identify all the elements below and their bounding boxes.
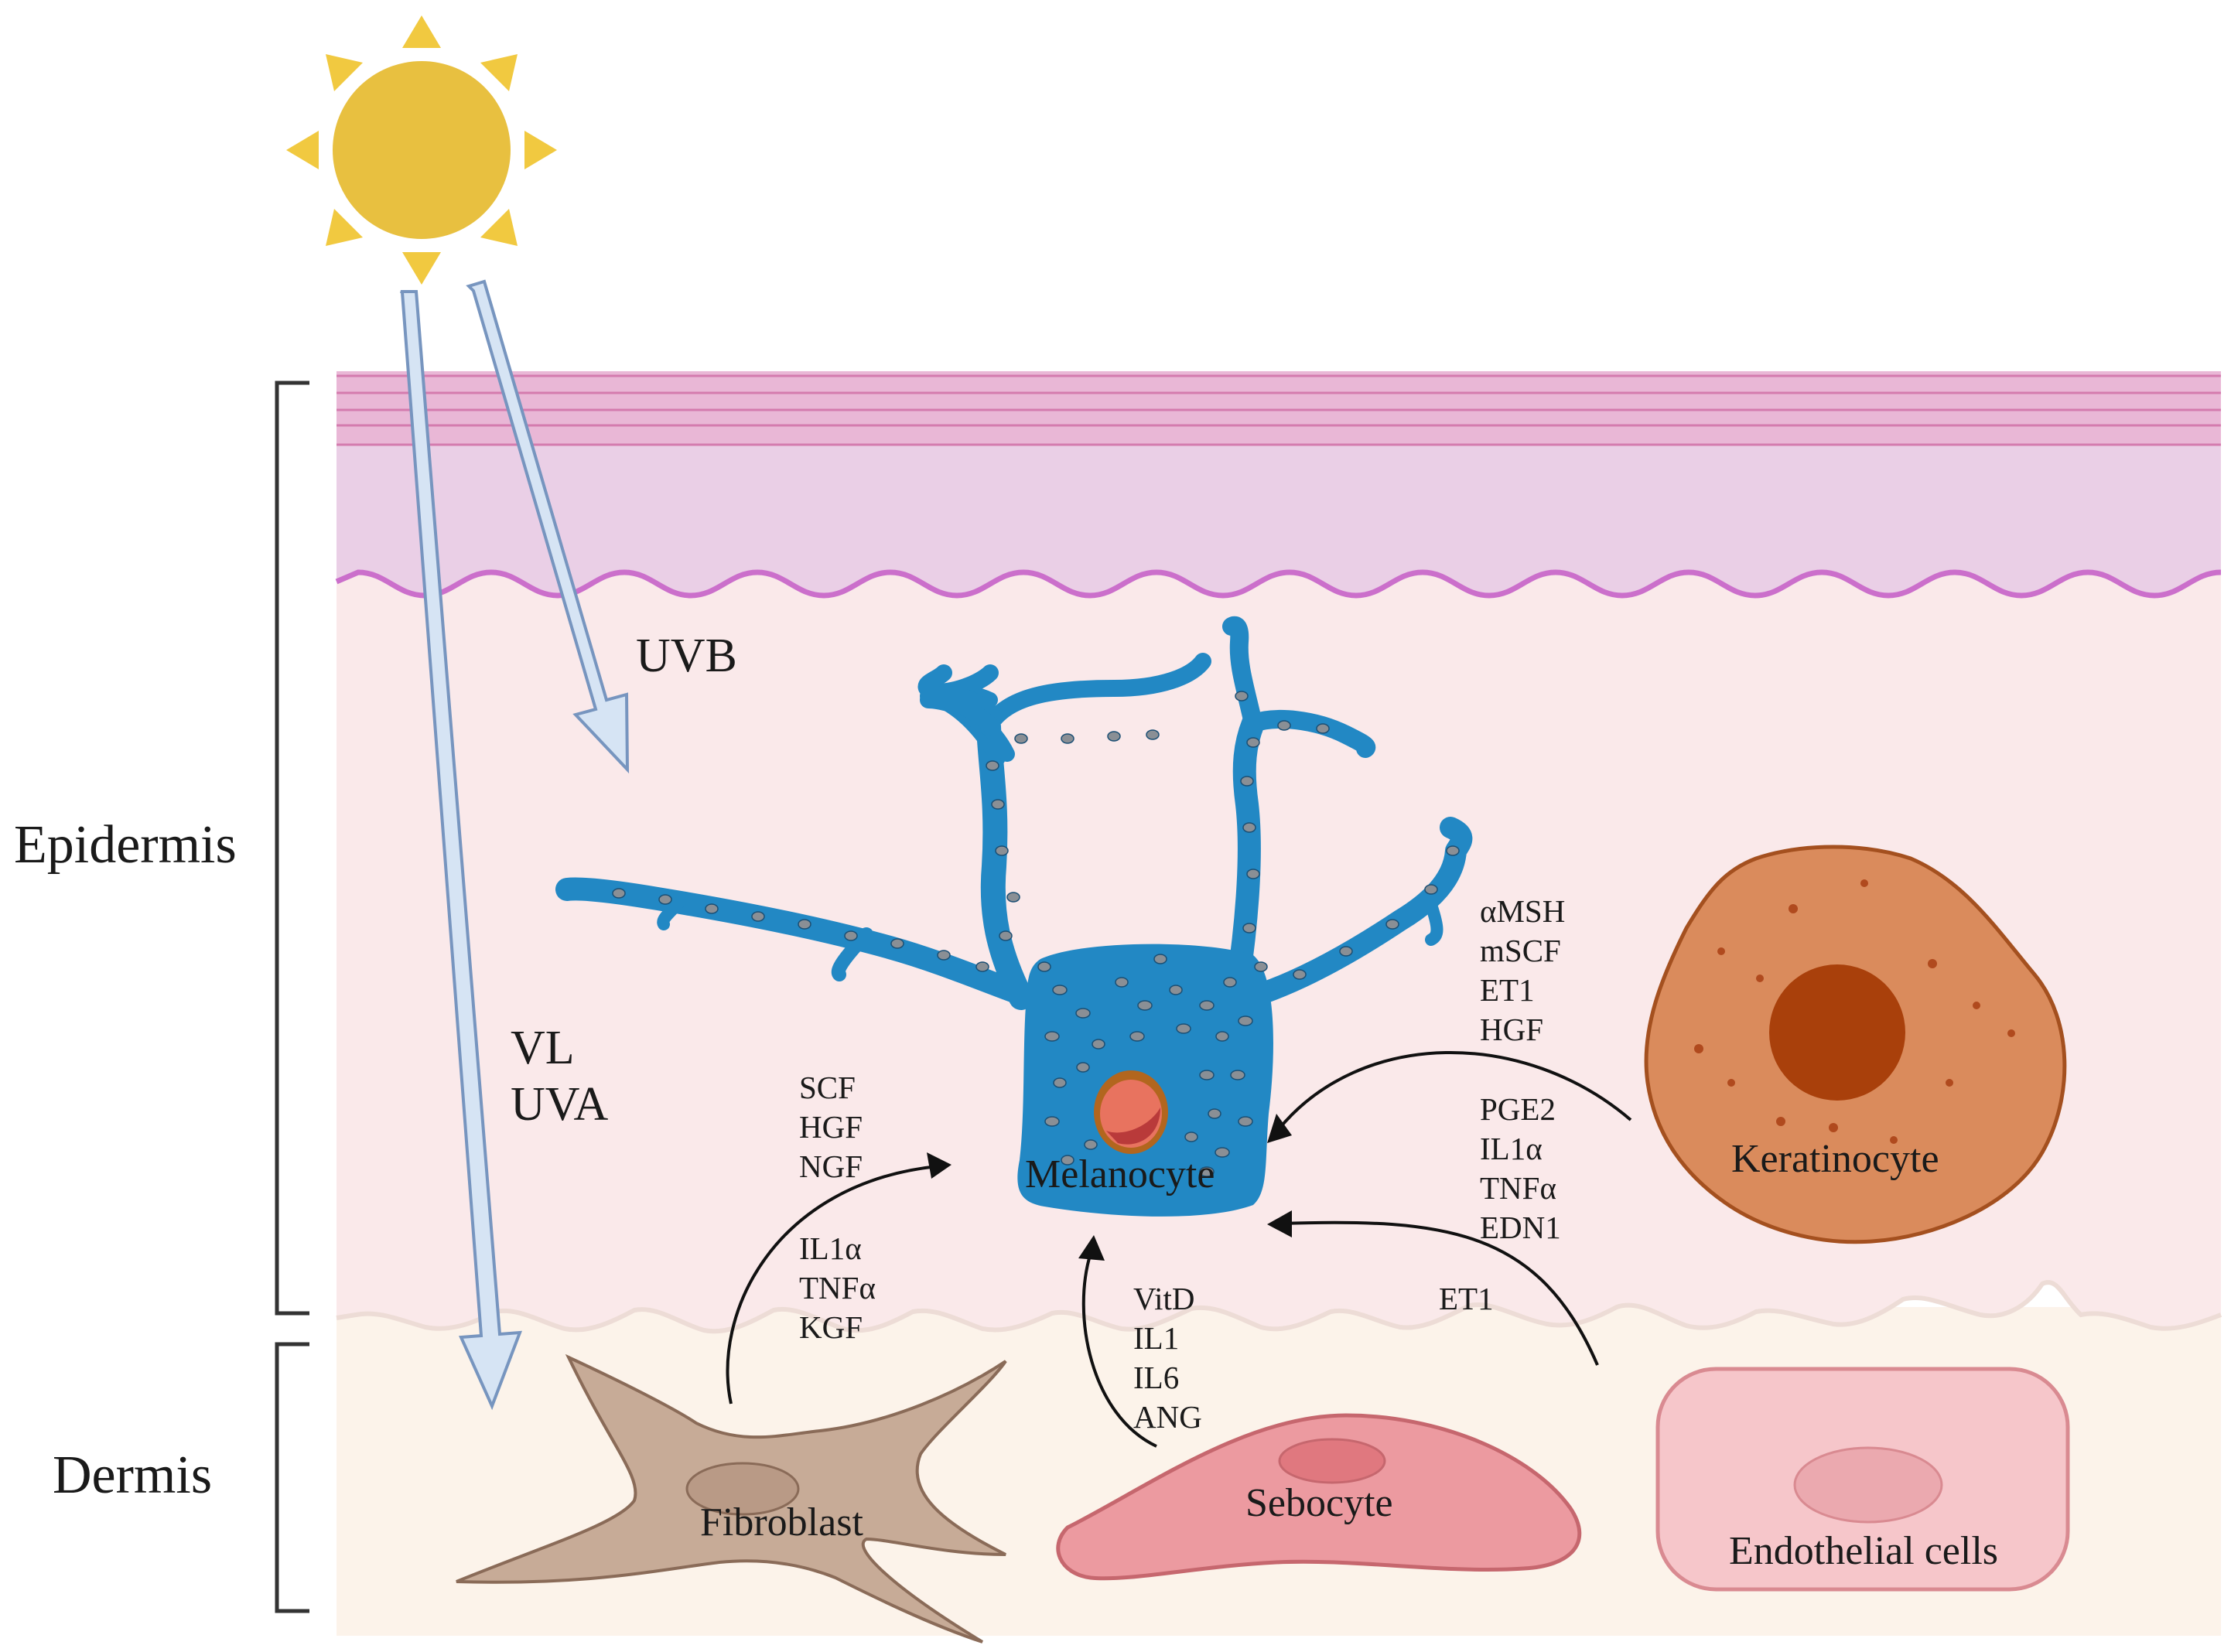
factor-label: ET1 (1439, 1281, 1494, 1316)
endothelial-nucleus (1793, 1446, 1943, 1524)
dermis-bracket (275, 1342, 309, 1613)
factor-label: HGF (799, 1109, 863, 1145)
factor-label: VitD (1133, 1281, 1195, 1316)
factors-keratinocyte-upper: αMSH mSCF ET1 HGF (1480, 893, 1565, 1047)
keratinocyte-lower-arrow (1279, 1220, 1599, 1366)
factor-label: NGF (799, 1149, 863, 1184)
keratinocyte-label: Keratinocyte (1731, 1137, 1939, 1181)
fibroblast-arrow (726, 1165, 938, 1405)
factors-fibroblast-upper: SCF HGF NGF (799, 1070, 863, 1184)
melanocyte-label: Melanocyte (1025, 1152, 1215, 1196)
uvb-arrow-icon (466, 279, 630, 774)
factor-label: IL6 (1133, 1360, 1179, 1395)
epidermis-label: Epidermis (14, 815, 237, 875)
sebocyte-nucleus (1278, 1438, 1386, 1484)
upper-epidermis-layer (337, 441, 2221, 596)
factor-label: TNFα (1480, 1170, 1556, 1206)
endothelial-label: Endothelial cells (1729, 1529, 1998, 1573)
fibroblast-cell: Fibroblast (456, 1353, 1007, 1643)
factor-label: HGF (1480, 1012, 1543, 1047)
vl-uva-arrow-icon (400, 290, 522, 1411)
factors-sebocyte: VitD IL1 IL6 ANG (1133, 1281, 1202, 1435)
sun-icon (286, 15, 557, 285)
factor-label: IL1 (1133, 1320, 1179, 1356)
epidermis-bracket (275, 381, 309, 1316)
melanocyte-nucleus (1094, 1070, 1168, 1154)
factor-label: SCF (799, 1070, 856, 1105)
factor-label: ET1 (1480, 972, 1535, 1008)
sebocyte-arrow (1081, 1252, 1157, 1448)
stratum-corneum-lines (337, 374, 2221, 446)
factor-label: αMSH (1480, 893, 1565, 929)
factors-keratinocyte-lower: PGE2 IL1α TNFα EDN1 (1480, 1091, 1561, 1245)
factor-label: IL1α (1480, 1131, 1543, 1166)
keratinocyte-nucleus (1769, 964, 1905, 1101)
factors-fibroblast-lower: IL1α TNFα KGF (799, 1230, 876, 1345)
endothelial-cell: Endothelial cells (1655, 1367, 2070, 1592)
fibroblast-label: Fibroblast (700, 1500, 863, 1544)
fibroblast-nucleus (685, 1462, 800, 1516)
melanosome-granules (612, 691, 1460, 1177)
factor-label: PGE2 (1480, 1091, 1556, 1127)
arrow-heads (927, 1114, 1292, 1261)
epidermis-dermis-junction (336, 1280, 2222, 1334)
stratum-corneum-layer (337, 371, 2221, 445)
dermis-label: Dermis (53, 1446, 212, 1505)
keratinocyte-cell: Keratinocyte (1644, 845, 2067, 1244)
basement-wave-line (335, 569, 2222, 599)
keratinocyte-upper-arrow (1277, 1051, 1632, 1131)
factor-label: ANG (1133, 1399, 1202, 1435)
layer-brackets (275, 381, 309, 1613)
factor-label: EDN1 (1480, 1210, 1561, 1245)
uvb-label: UVB (636, 630, 737, 682)
uva-label: UVA (511, 1078, 609, 1131)
factor-label: mSCF (1480, 933, 1561, 968)
factor-label: KGF (799, 1309, 863, 1345)
factor-label: TNFα (799, 1270, 876, 1306)
melanocyte-cell: Melanocyte (555, 616, 1473, 1217)
factors-endothelial: ET1 (1439, 1281, 1494, 1316)
vl-label: VL (511, 1022, 575, 1074)
sebocyte-cell: Sebocyte (1056, 1413, 1582, 1581)
factor-label: IL1α (799, 1230, 862, 1266)
signal-arrows (726, 1051, 1632, 1448)
sebocyte-label: Sebocyte (1245, 1481, 1393, 1525)
